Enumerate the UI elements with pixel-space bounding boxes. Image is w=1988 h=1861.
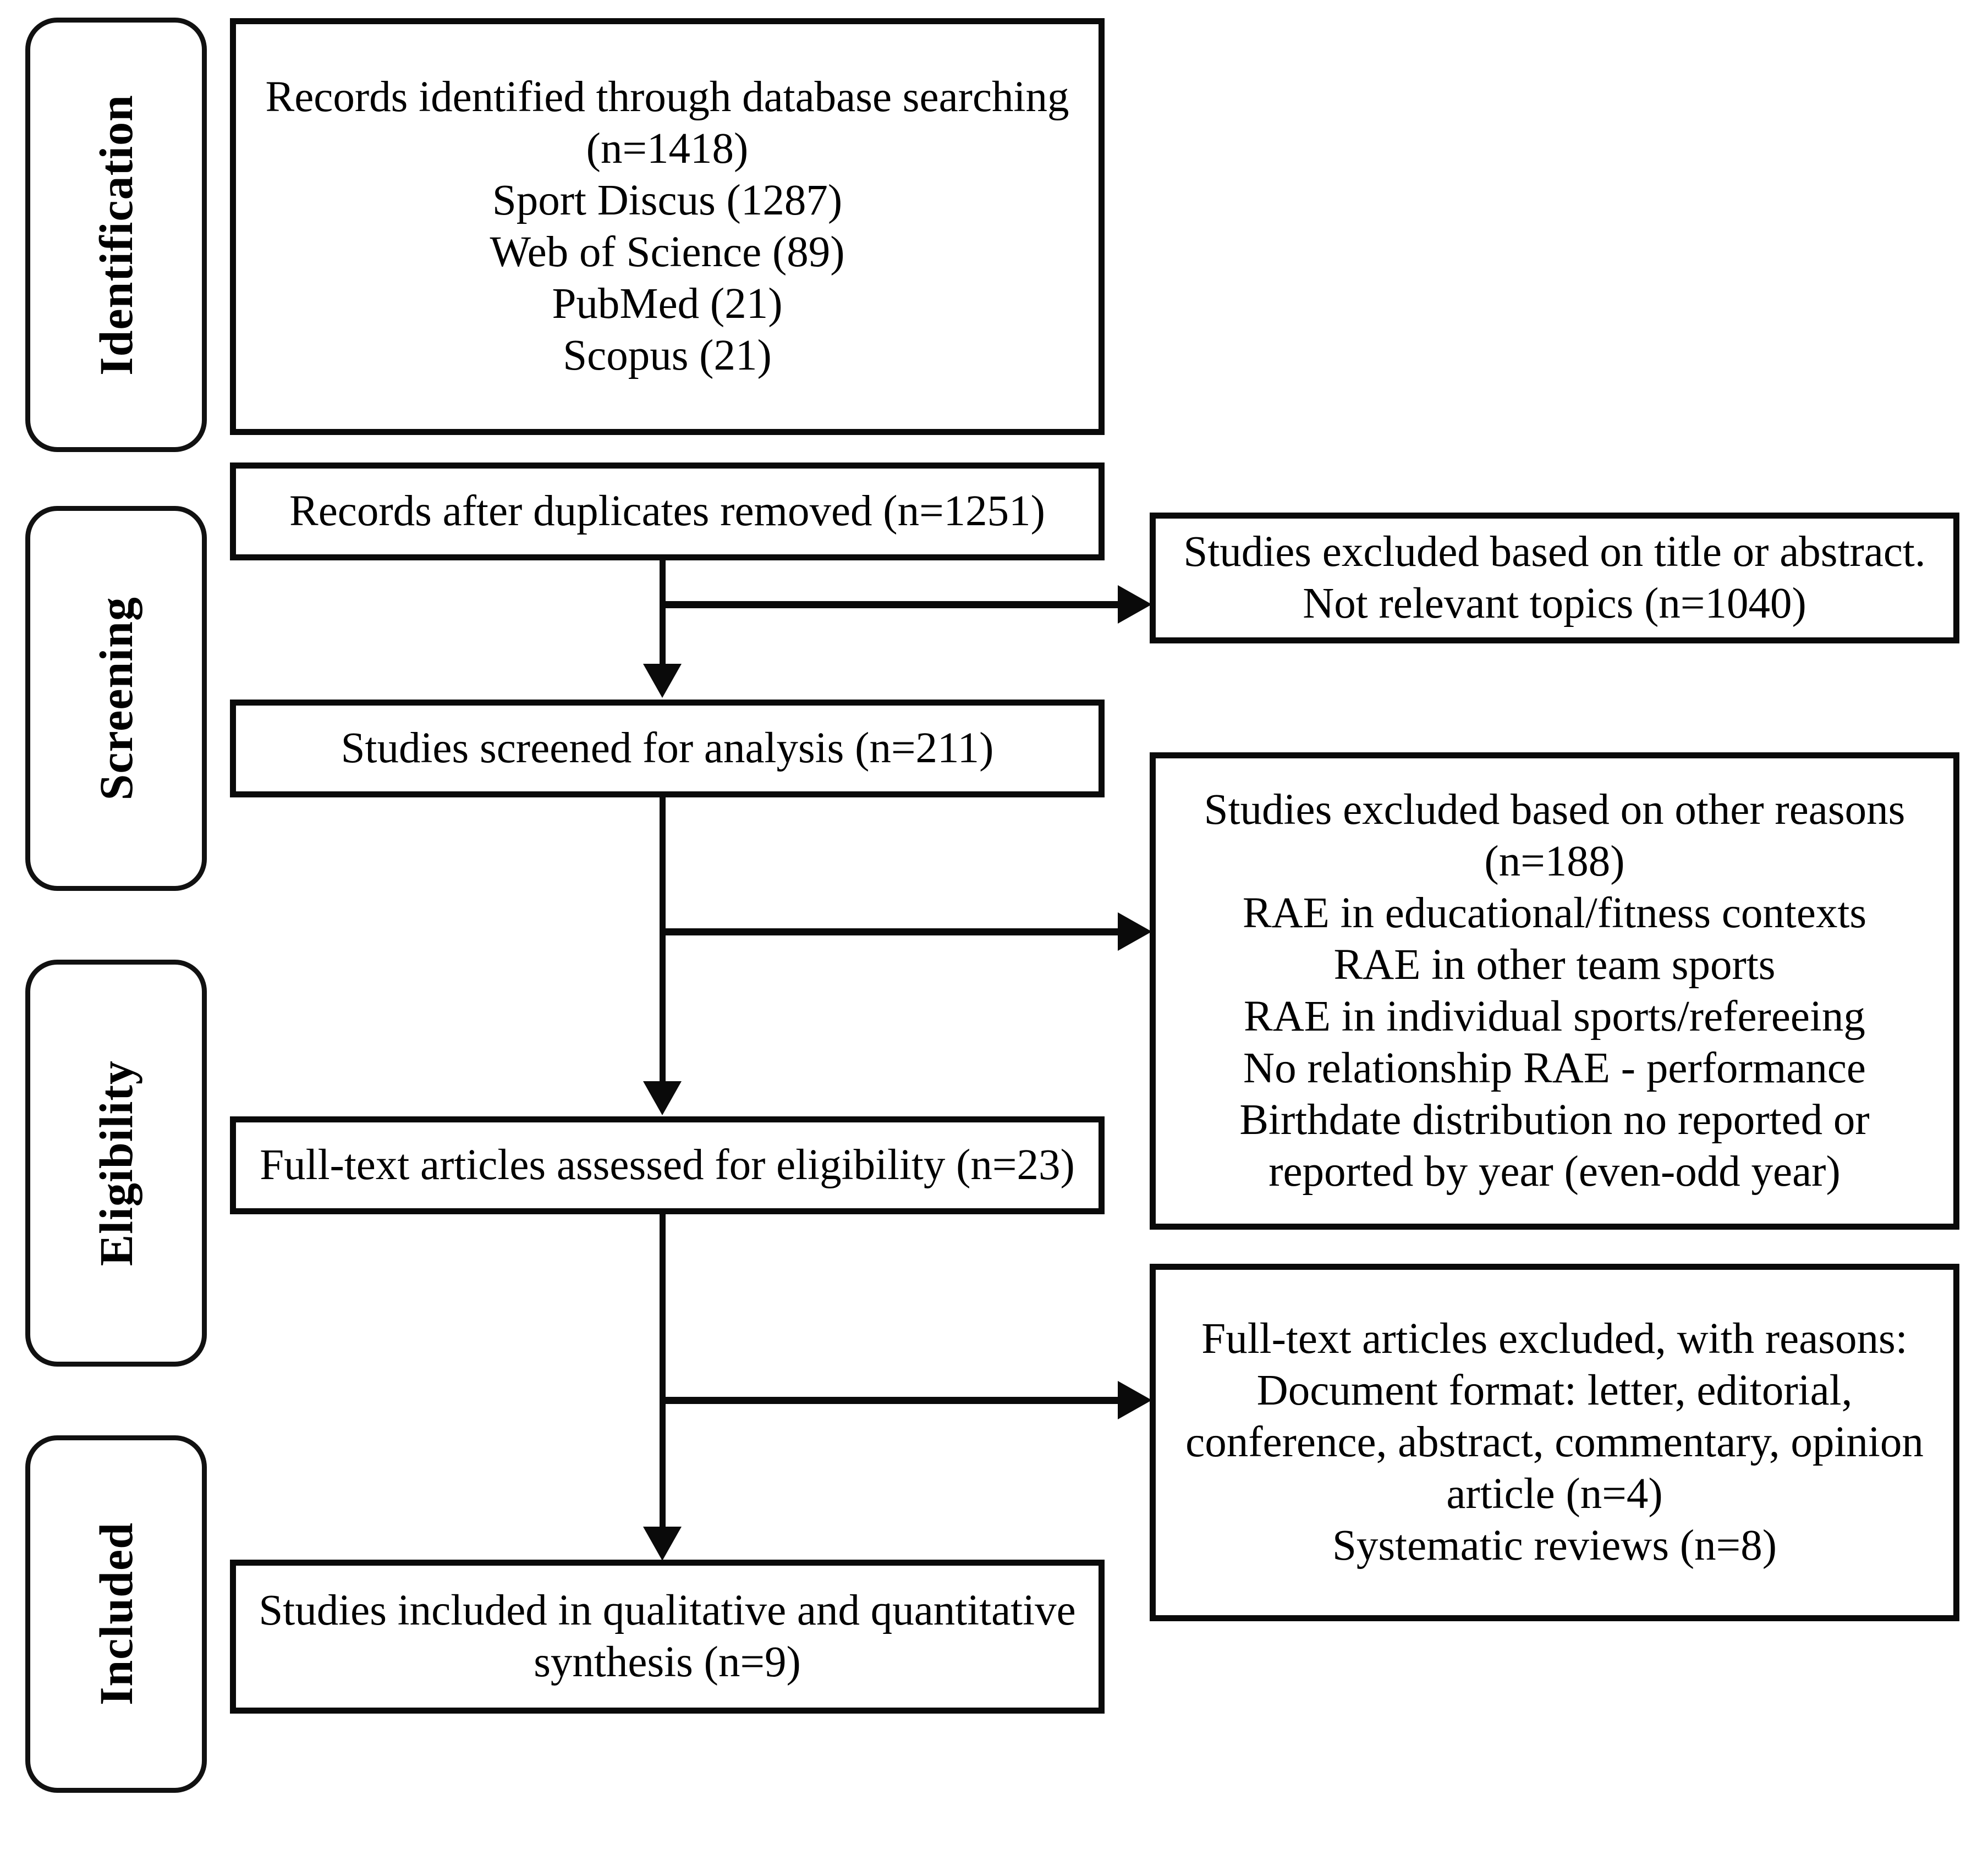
- stage-label-screening: Screening: [90, 596, 142, 801]
- arrowhead-excluded-other: [1118, 912, 1152, 951]
- box-records-after-duplicates: Records after duplicates removed (n=1251…: [230, 463, 1105, 560]
- box-line: RAE in individual sports/refereeing: [1244, 993, 1865, 1040]
- stage-label-eligibility: Eligibility: [90, 1060, 142, 1267]
- box-line: Document format: letter, editorial,: [1256, 1367, 1853, 1414]
- box-studies-included-synthesis: Studies included in qualitative and quan…: [230, 1560, 1105, 1714]
- box-records-identified: Records identified through database sear…: [230, 18, 1105, 435]
- box-line: Studies excluded based on other reasons: [1204, 786, 1905, 834]
- box-line: Studies excluded based on title or abstr…: [1183, 528, 1926, 576]
- box-line: Studies screened for analysis (n=211): [341, 724, 994, 772]
- arrowhead-excluded-title: [1118, 585, 1152, 624]
- box-line: article (n=4): [1446, 1470, 1663, 1518]
- stage-label-identification: Identification: [90, 94, 142, 376]
- box-line: Scopus (21): [563, 332, 772, 379]
- connector-fulltext-to-excluded-fulltext: [660, 1397, 1122, 1404]
- box-line: reported by year (even-odd year): [1268, 1148, 1841, 1196]
- box-line: Not relevant topics (n=1040): [1303, 580, 1806, 627]
- box-line: (n=1418): [586, 125, 749, 173]
- box-line: Records identified through database sear…: [265, 73, 1069, 121]
- arrowhead-fulltext-to-included: [643, 1527, 682, 1561]
- stage-capsule-screening: Screening: [25, 506, 207, 891]
- connector-screened-to-fulltext: [660, 797, 666, 1083]
- box-line: No relationship RAE - performance: [1243, 1044, 1866, 1092]
- stage-capsule-included: Included: [25, 1435, 207, 1793]
- box-line: Sport Discus (1287): [492, 177, 843, 224]
- connector-screened-to-excluded-other: [660, 928, 1122, 935]
- box-line: Full-text articles excluded, with reason…: [1201, 1315, 1908, 1363]
- box-line: RAE in other team sports: [1333, 941, 1776, 989]
- box-line: (n=188): [1484, 838, 1625, 885]
- box-line: Studies included in qualitative and quan…: [259, 1587, 1076, 1634]
- box-line: Systematic reviews (n=8): [1332, 1522, 1777, 1570]
- box-excluded-full-text: Full-text articles excluded, with reason…: [1150, 1264, 1959, 1621]
- arrowhead-excluded-fulltext: [1118, 1381, 1152, 1419]
- connector-fulltext-to-included: [660, 1214, 666, 1529]
- stage-capsule-eligibility: Eligibility: [25, 960, 207, 1367]
- box-line: synthesis (n=9): [534, 1638, 801, 1686]
- box-line: Records after duplicates removed (n=1251…: [289, 487, 1045, 535]
- box-studies-screened: Studies screened for analysis (n=211): [230, 700, 1105, 797]
- stage-capsule-identification: Identification: [25, 18, 207, 452]
- stage-label-included: Included: [90, 1522, 142, 1706]
- box-line: conference, abstract, commentary, opinio…: [1185, 1418, 1924, 1466]
- arrowhead-duplicates-to-screened: [643, 664, 682, 698]
- box-line: RAE in educational/fitness contexts: [1242, 889, 1867, 937]
- box-full-text-assessed: Full-text articles assessed for eligibil…: [230, 1116, 1105, 1214]
- arrowhead-screened-to-fulltext: [643, 1081, 682, 1115]
- box-excluded-other-reasons: Studies excluded based on other reasons …: [1150, 752, 1959, 1230]
- box-line: Full-text articles assessed for eligibil…: [260, 1141, 1075, 1189]
- connector-duplicates-to-screened: [660, 560, 666, 666]
- box-line: PubMed (21): [552, 280, 783, 328]
- box-line: Web of Science (89): [490, 228, 845, 276]
- connector-screened-to-excluded-title: [660, 601, 1122, 608]
- box-line: Birthdate distribution no reported or: [1239, 1096, 1870, 1144]
- box-excluded-title-abstract: Studies excluded based on title or abstr…: [1150, 513, 1959, 643]
